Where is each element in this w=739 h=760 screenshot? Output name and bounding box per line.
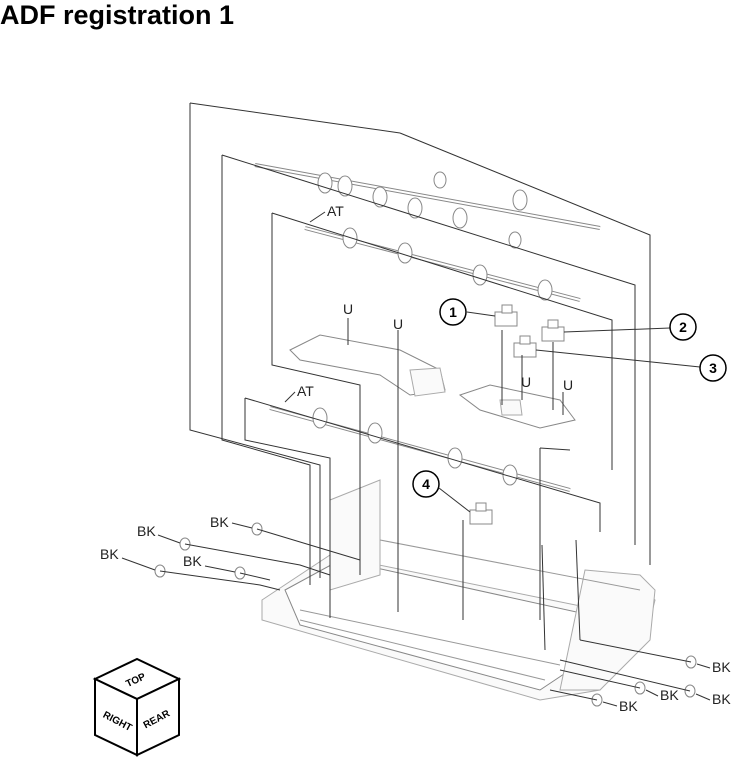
part-labels: AT AT U U U U BK BK BK BK BK BK BK BK: [100, 203, 731, 714]
callout-4: 4: [422, 476, 430, 492]
sensor-1: [494, 304, 518, 327]
label-u-3: U: [521, 374, 531, 390]
callout-2-circle: [669, 313, 697, 341]
left-upper-guide: [289, 334, 446, 397]
adf-frame: [261, 479, 656, 701]
label-bk-2: BK: [210, 514, 229, 530]
label-bk-1: BK: [137, 523, 156, 539]
diagram-title: ADF registration 1: [0, 0, 235, 30]
label-at-lower: AT: [297, 383, 314, 399]
callouts: 1 2 3 4: [412, 298, 727, 513]
middle-roller-shaft: [304, 226, 581, 302]
upper-roller-shaft: [254, 163, 601, 230]
explode-lines: [159, 102, 692, 701]
sensor-4: [469, 502, 493, 525]
callout-4-circle: [412, 470, 440, 498]
sensor-3: [513, 335, 537, 358]
label-bk-7: BK: [712, 691, 731, 707]
label-at-top: AT: [327, 203, 344, 219]
callout-3: 3: [709, 360, 717, 376]
label-u-4: U: [563, 377, 573, 393]
label-bk-3: BK: [100, 546, 119, 562]
right-upper-guide: [458, 384, 576, 429]
label-bk-4: BK: [183, 553, 202, 569]
sensor-2: [541, 319, 565, 342]
label-bk-8: BK: [619, 698, 638, 714]
label-bk-5: BK: [712, 659, 731, 675]
label-bk-6: BK: [660, 687, 679, 703]
callout-2: 2: [679, 319, 687, 335]
cube-rear-face: [136, 677, 180, 757]
callout-1-circle: [439, 298, 467, 326]
callout-1: 1: [449, 304, 457, 320]
label-u-1: U: [343, 301, 353, 317]
label-u-2: U: [393, 316, 403, 332]
orientation-cube: TOP RIGHT REAR: [92, 657, 182, 757]
bushings: [154, 522, 697, 707]
lower-roller-shaft: [269, 406, 571, 492]
callout-3-circle: [699, 354, 727, 382]
